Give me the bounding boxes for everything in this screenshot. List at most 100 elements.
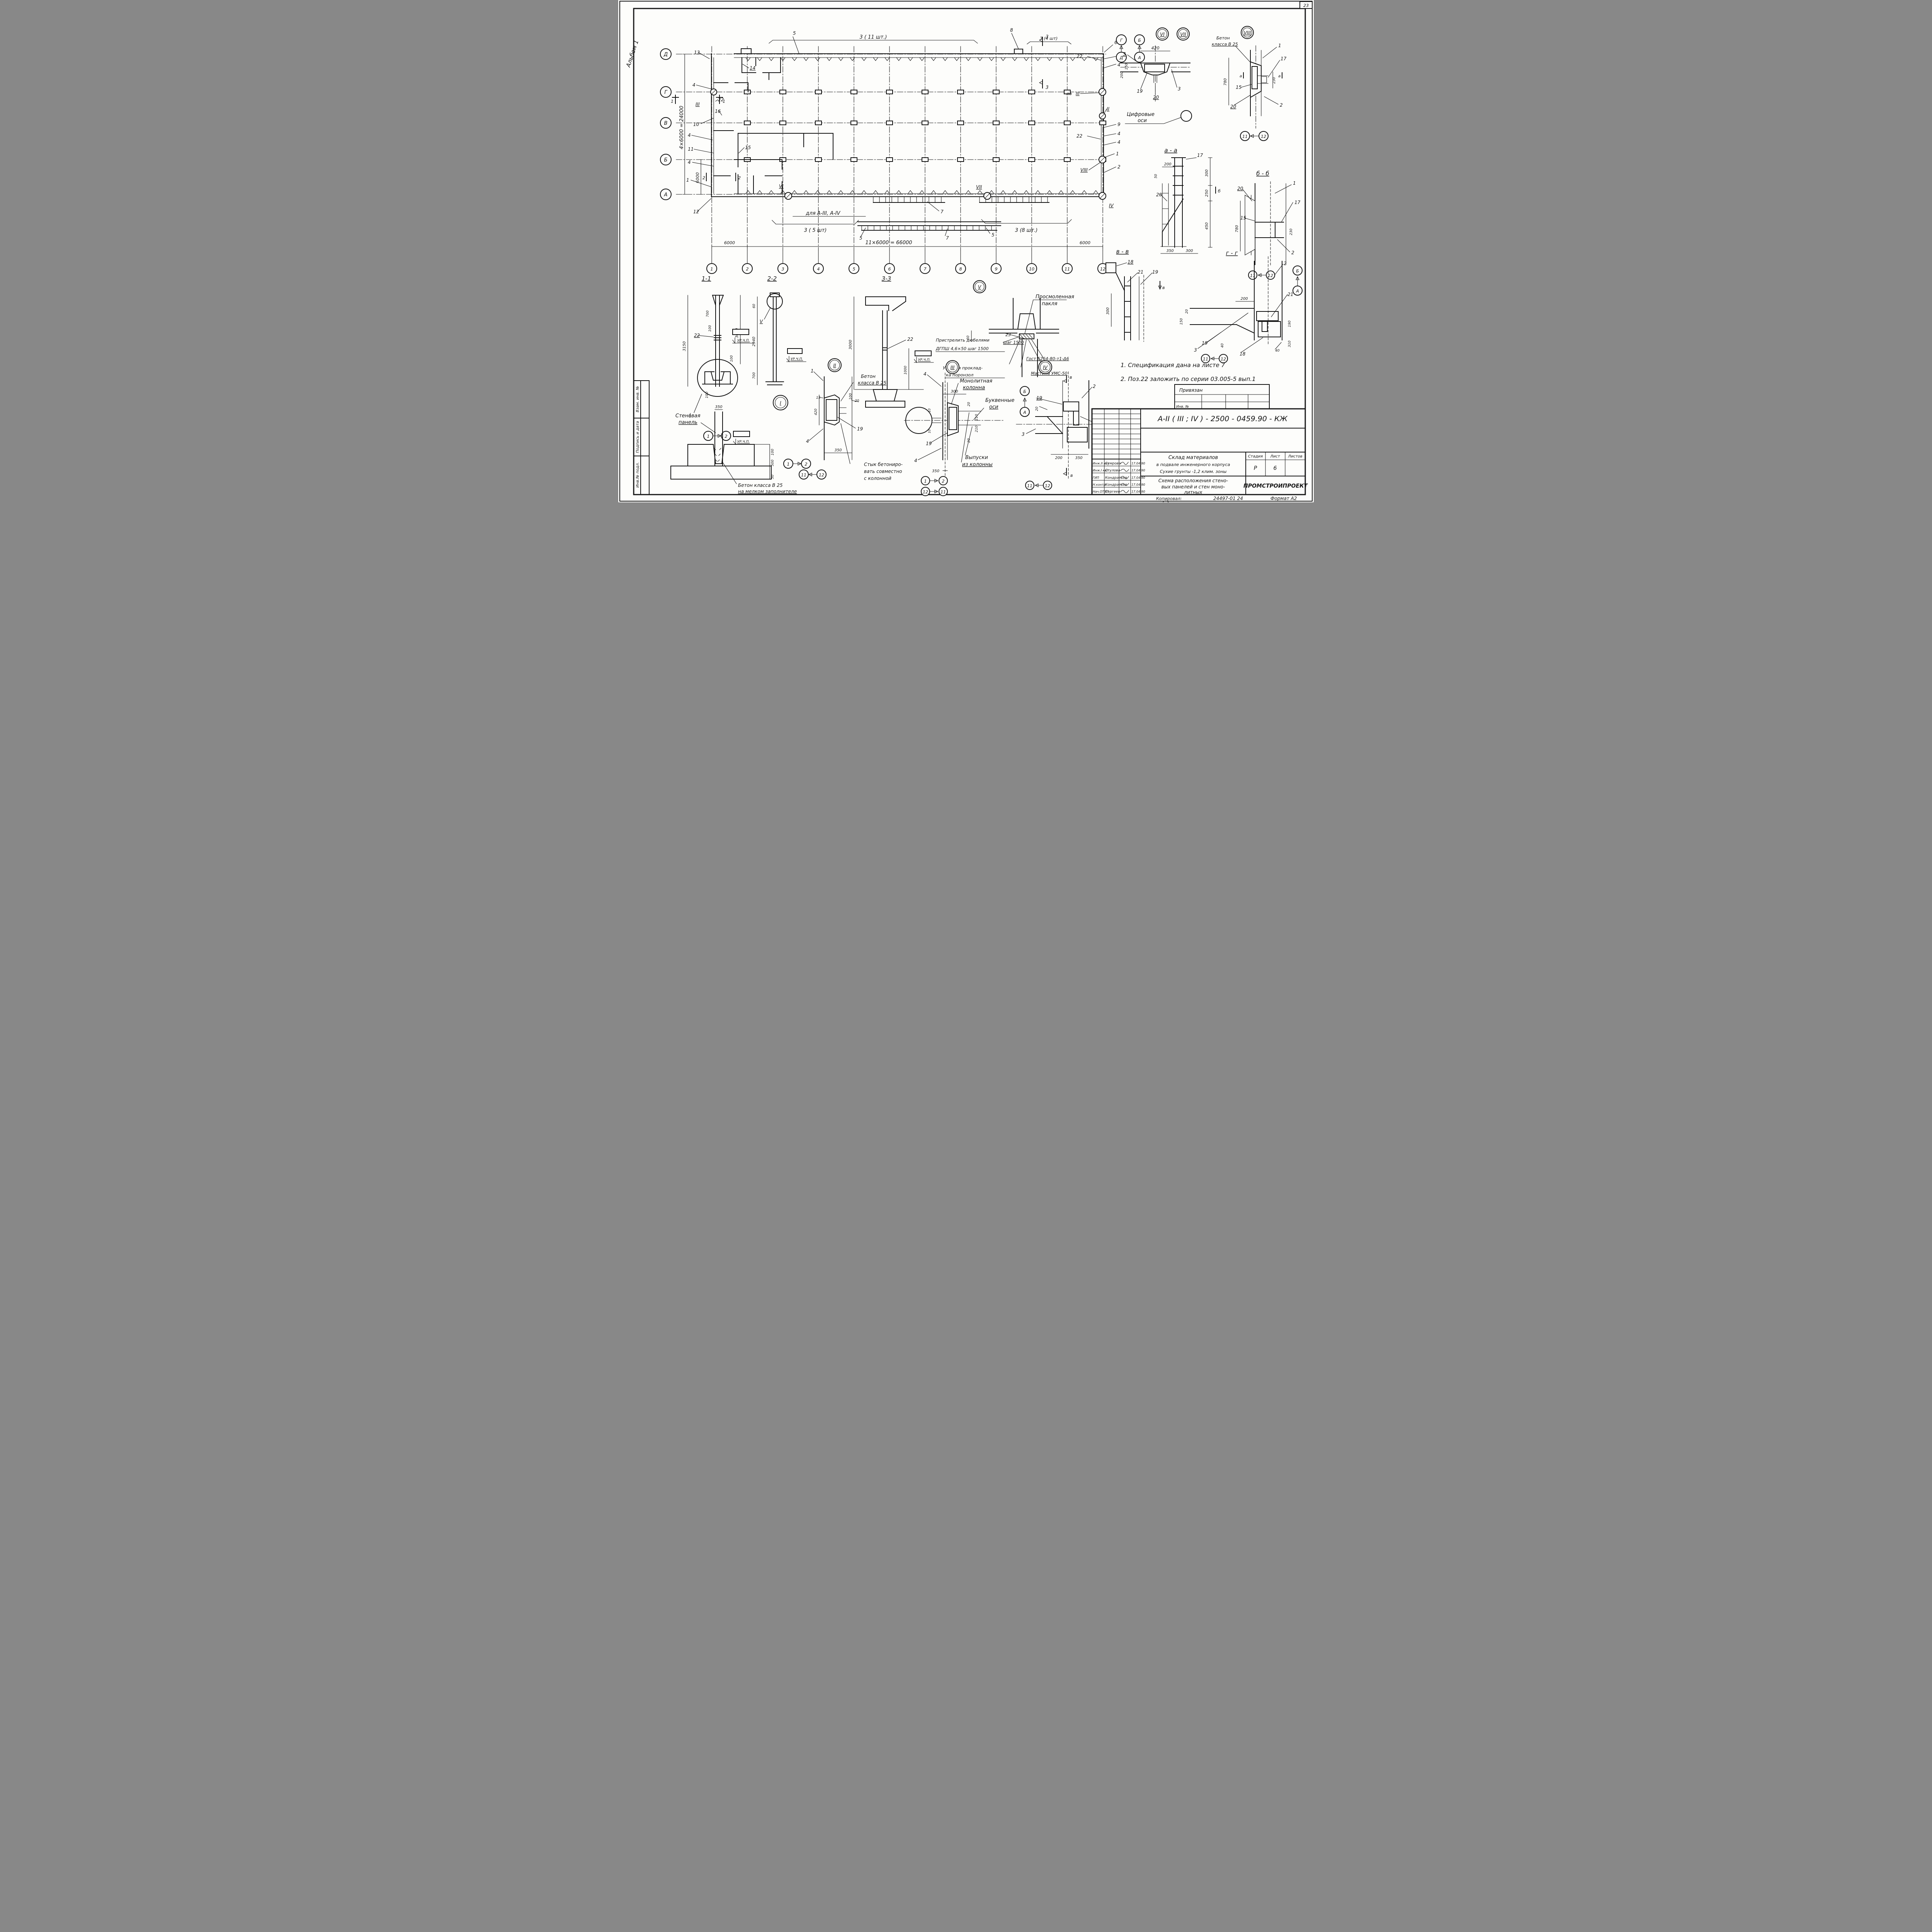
panel-joint-triangle xyxy=(977,190,983,194)
axis-ref-12: 12 xyxy=(1261,134,1266,139)
axis-ref-1: 1 xyxy=(787,462,790,467)
concrete-note: класса В 25 xyxy=(1212,42,1238,47)
column-mark xyxy=(1064,121,1071,125)
dim-350: 350 xyxy=(1075,456,1082,460)
section-33: 3-3 3000 1000 100 22 УР.Ч.П. xyxy=(849,275,934,408)
axis-ref-2: 2 xyxy=(805,462,808,467)
dim-3000: 3000 xyxy=(849,340,853,349)
section-title: 3-3 xyxy=(882,275,891,282)
note-1: 1. Спецификация дана на листе 7 xyxy=(1121,362,1225,369)
panel-joint-triangle xyxy=(803,190,809,194)
callout-9: 9 xyxy=(1117,122,1121,127)
panel-joint-triangle xyxy=(1070,57,1075,61)
level-mark: УР.Ч.П. xyxy=(918,358,930,362)
dim-10: 10 xyxy=(928,408,931,412)
inner-border xyxy=(633,8,1306,495)
detail-ref-IV: IV xyxy=(1109,203,1114,208)
callout-20: 20 xyxy=(1156,192,1162,197)
callout-5: 5 xyxy=(793,31,796,36)
sheet-title: вых панелей и стен моно- xyxy=(1162,484,1225,490)
column-mark xyxy=(779,90,786,94)
digit-axes-label: Цифровые xyxy=(1127,112,1155,117)
section-11: 1-1 3150 700 100 3000 100 100 22 УР.Ч.П.… xyxy=(682,275,788,441)
section-bb: б - б 780 230 20 1 17 15 2 11 12 xyxy=(1235,170,1301,280)
outer-border xyxy=(619,1,1313,502)
callout-4: 4 xyxy=(688,133,691,138)
callout-1: 1 xyxy=(811,368,814,374)
panel-joint-triangle xyxy=(780,190,786,194)
dim-20: 20 xyxy=(855,399,859,403)
dim-20: 20 xyxy=(1185,309,1189,314)
detail-iii: III 4 Монолитная колонна 300 20 Буквенны… xyxy=(904,360,1014,496)
plan-top-annotations: 5 3 ( 11 шт.) 8 3 (4 шт) 3 3 6 xyxy=(769,27,1117,90)
axis-circle-number xyxy=(884,263,895,274)
callout-3: 3 xyxy=(1194,347,1197,353)
dim-190: 190 xyxy=(1288,320,1292,327)
detail-v-indicator xyxy=(767,293,783,310)
panel-joint-triangle xyxy=(815,57,820,61)
axis-circle-number xyxy=(991,263,1002,274)
plan-right-annotations: 22 4 4 по III II 22 9 4 4 1 VIII 2 IV xyxy=(1066,54,1121,208)
axis-ref-11: 11 xyxy=(1027,483,1032,488)
panel-joint-triangle xyxy=(780,57,786,61)
axis-number: 3 xyxy=(782,267,784,272)
panel-joint-triangle xyxy=(954,190,959,194)
dim-420: 420 xyxy=(814,408,818,415)
sheet-header: Лист xyxy=(1270,454,1281,459)
panel-joint-triangle xyxy=(966,57,971,61)
panel-joint-triangle xyxy=(989,57,994,61)
panel-joint-triangle xyxy=(1070,190,1075,194)
axis-circle-letter xyxy=(660,86,672,98)
album-label: Альбом 1 xyxy=(624,39,640,68)
panel-joint-triangle xyxy=(896,57,901,61)
column-mark xyxy=(850,121,857,125)
role-date: 17.04.90 xyxy=(1131,462,1145,465)
role-name: Кондратьев xyxy=(1105,476,1127,480)
dim-total-left: 4×6000 = 24000 xyxy=(679,106,685,150)
concrete-note: класса В 25 xyxy=(858,380,886,386)
level-mark: УР.Ч.П. xyxy=(791,357,803,361)
role: Н.контр. xyxy=(1093,483,1107,486)
detail-ref-VII: VII xyxy=(976,184,982,190)
axis-number: 8 xyxy=(959,267,962,272)
column-mark xyxy=(922,90,929,94)
callout-2: 2 xyxy=(1291,250,1294,255)
callout-4: 4 xyxy=(1117,139,1121,145)
axis-circle-letter xyxy=(660,189,672,200)
plan-dimensions: 4×6000 = 24000 6000 6000 11×6000 = 66000… xyxy=(679,54,1103,249)
axis-number: 4 xyxy=(817,267,820,272)
panel-joint-triangle xyxy=(792,190,797,194)
section-v-mark: в xyxy=(1162,285,1165,290)
panel-joint-triangle xyxy=(861,57,867,61)
monolithic-column-label: Монолитная xyxy=(960,378,992,384)
callout-7: 7 xyxy=(946,235,949,241)
panel-joint-triangle xyxy=(861,190,867,194)
detail-title-V: V xyxy=(978,284,981,290)
axis-letter: А xyxy=(664,192,668,198)
axis-ref-A: А xyxy=(1296,289,1299,294)
section-v-mark: в xyxy=(1070,375,1072,380)
section-title: г - г xyxy=(1226,250,1238,257)
section1-mark: 1 xyxy=(723,99,725,104)
dim-bottom-total: 11×6000 = 66000 xyxy=(865,240,912,246)
axis-circle-number xyxy=(742,263,753,274)
joint-note: вать совместно xyxy=(864,469,902,474)
signature xyxy=(1163,500,1169,502)
callout-4: 4 xyxy=(1117,131,1121,136)
panel-joint-triangle xyxy=(792,57,797,61)
column-mark xyxy=(922,121,929,125)
dim-20: 20 xyxy=(1035,406,1039,411)
panel-joint-triangle xyxy=(919,190,925,194)
dim-450: 450 xyxy=(1205,222,1209,230)
role-rows: Инж.II кат Сумрова 17.04.90 Инж.I кат Ст… xyxy=(1093,462,1145,494)
concrete-note: на мелком заполнителе xyxy=(738,489,797,494)
axis-number: 2 xyxy=(746,267,749,272)
panel-joint-triangle xyxy=(838,57,844,61)
panel-joint-triangle xyxy=(896,190,901,194)
dim-40: 40 xyxy=(1275,349,1280,353)
dim-210: 210 xyxy=(975,425,979,432)
inv-number-label: Инв. № xyxy=(1176,405,1189,409)
callout-14: 14 xyxy=(750,65,755,71)
detail-ref-II: II xyxy=(1107,106,1110,112)
